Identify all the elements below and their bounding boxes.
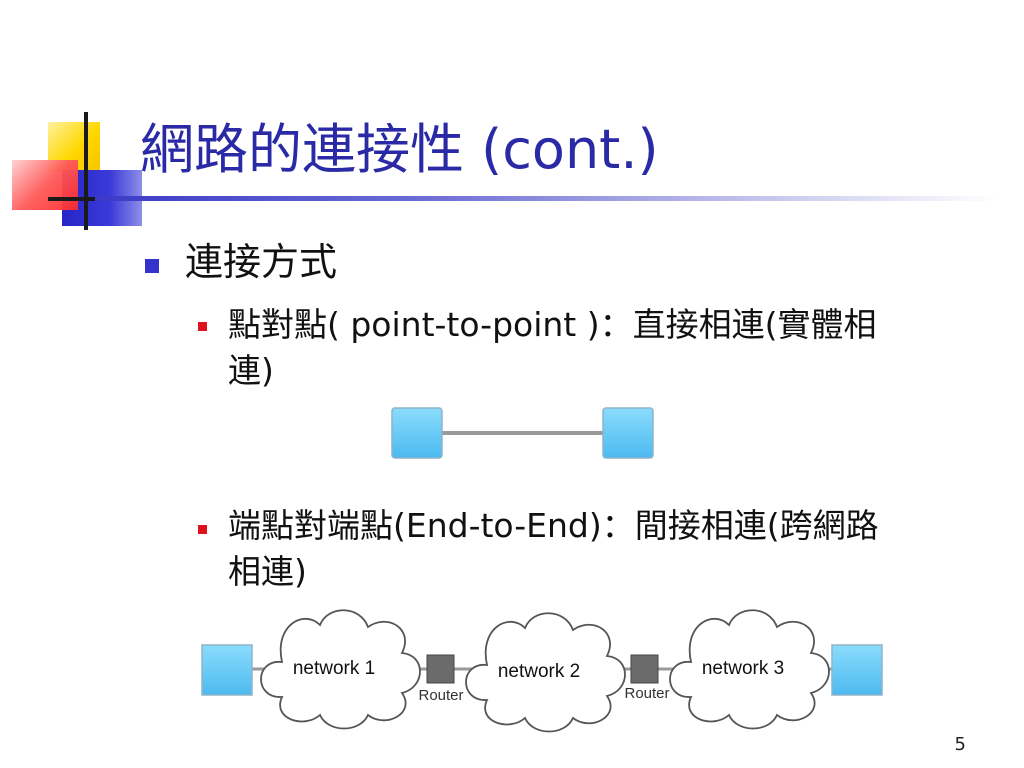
network-label: network 3 xyxy=(702,658,784,679)
router-label: Router xyxy=(418,687,463,704)
end-to-end-diagram: network 1 network 2 network 3 Router Rou… xyxy=(201,609,883,733)
endpoint-node xyxy=(201,644,253,696)
bullet-connection-methods: 連接方式 xyxy=(185,240,338,284)
network-label: network 1 xyxy=(293,658,375,679)
slide-title: 網路的連接性 (cont.) xyxy=(140,118,659,181)
router-label: Router xyxy=(624,685,669,702)
sub-bullet-end-to-end: 端點對端點(End-to-End)：間接相連(跨網路 相連) xyxy=(228,503,879,594)
sub-bullet-icon xyxy=(198,322,207,331)
point-to-point-diagram xyxy=(391,407,654,459)
endpoint-node xyxy=(831,644,883,696)
title-underline xyxy=(95,196,1000,201)
endpoint-node xyxy=(602,407,654,459)
logo-horizontal-line xyxy=(48,197,136,201)
router-icon xyxy=(630,654,659,684)
sub-bullet-line: 連) xyxy=(228,350,274,390)
logo-red-square xyxy=(12,160,78,210)
bullet-square-icon xyxy=(145,259,159,273)
sub-bullet-line: 點對點( point-to-point )：直接相連(實體相 xyxy=(228,305,877,344)
page-number: 5 xyxy=(954,734,966,755)
router-icon xyxy=(426,654,455,684)
sub-bullet-line: 端點對端點(End-to-End)：間接相連(跨網路 xyxy=(228,506,879,545)
sub-bullet-line: 相連) xyxy=(228,551,307,591)
network-label: network 2 xyxy=(498,661,580,682)
sub-bullet-icon xyxy=(198,525,207,534)
sub-bullet-point-to-point: 點對點( point-to-point )：直接相連(實體相 連) xyxy=(228,302,876,393)
endpoint-node xyxy=(391,407,443,459)
logo-vertical-line xyxy=(84,112,88,230)
